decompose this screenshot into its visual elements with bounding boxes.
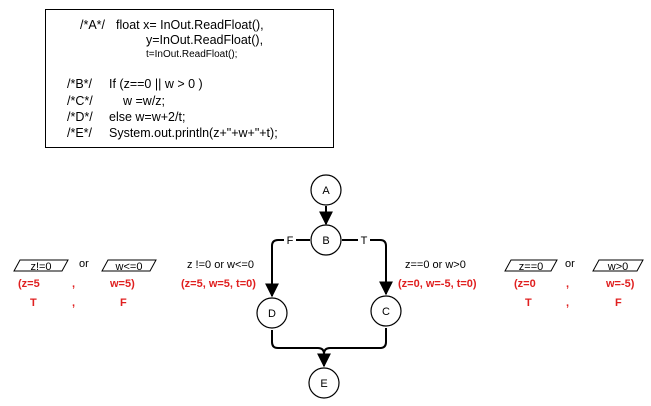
edge-b-d <box>265 239 310 298</box>
code-line-6: else w=w+2/t; <box>109 110 186 124</box>
left-value-w: w=5) <box>110 278 135 290</box>
node-e: E <box>308 367 340 399</box>
edge-label-bg-true <box>358 233 370 247</box>
right-condition-1-shape <box>504 259 558 272</box>
node-d-label: D <box>268 308 276 320</box>
right-condition-2: w>0 <box>607 261 629 273</box>
left-value-z: (z=5 <box>18 278 40 290</box>
edge-label-false: F <box>287 235 294 247</box>
code-line-4: If (z==0 || w > 0 ) <box>109 77 203 91</box>
code-line-3: t=InOut.ReadFloat(); <box>146 49 238 60</box>
right-comma-2: , <box>566 297 570 309</box>
left-comma-1: , <box>72 278 76 290</box>
left-or: or <box>79 258 89 270</box>
node-c-label: C <box>382 306 390 318</box>
d-path-values: (z=5, w=5, t=0) <box>181 278 256 290</box>
node-c: C <box>370 295 402 327</box>
right-condition-1: z==0 <box>519 261 543 273</box>
right-value-z: (z=0 <box>514 278 536 290</box>
right-result-1: T <box>525 297 532 309</box>
right-comma-1: , <box>566 278 570 290</box>
edge-c-e <box>323 328 387 355</box>
code-label-a: /*A*/ <box>80 18 106 32</box>
edge-b-c <box>342 239 393 296</box>
code-label-d: /*D*/ <box>67 110 93 124</box>
left-condition-2: w<=0 <box>115 261 143 273</box>
node-d: D <box>256 297 288 329</box>
right-condition-2-shape <box>592 259 644 272</box>
left-condition-1-shape <box>13 259 69 272</box>
left-result-2: F <box>120 297 127 309</box>
left-condition-2-shape <box>101 259 157 272</box>
left-comma-2: , <box>72 297 76 309</box>
code-label-c: /*C*/ <box>67 94 93 108</box>
edge-label-bg-false <box>284 233 296 247</box>
node-a: A <box>310 174 342 206</box>
c-path-condition: z==0 or w>0 <box>405 259 466 271</box>
node-b-label: B <box>322 235 329 247</box>
code-line-7: System.out.println(z+"+w+"+t); <box>109 126 278 140</box>
right-result-2: F <box>615 297 622 309</box>
right-or: or <box>565 258 575 270</box>
left-result-1: T <box>30 297 37 309</box>
node-a-label: A <box>322 185 330 197</box>
d-path-condition: z !=0 or w<=0 <box>187 259 254 271</box>
node-b: B <box>310 224 342 256</box>
code-line-5: w =w/z; <box>123 94 166 108</box>
code-line-2: y=InOut.ReadFloat(), <box>146 33 264 47</box>
edge-label-true: T <box>361 235 368 247</box>
node-e-label: E <box>320 378 327 390</box>
left-condition-1: z!=0 <box>30 261 51 273</box>
code-label-e: /*E*/ <box>67 126 93 140</box>
c-path-values: (z=0, w=-5, t=0) <box>398 278 477 290</box>
edge-d-e <box>271 330 331 368</box>
code-label-b: /*B*/ <box>67 77 93 91</box>
code-listing: /*A*/ float x= InOut.ReadFloat(), y=InOu… <box>45 9 334 148</box>
code-line-1: float x= InOut.ReadFloat(), <box>116 18 264 32</box>
right-value-w: w=-5) <box>606 278 635 290</box>
